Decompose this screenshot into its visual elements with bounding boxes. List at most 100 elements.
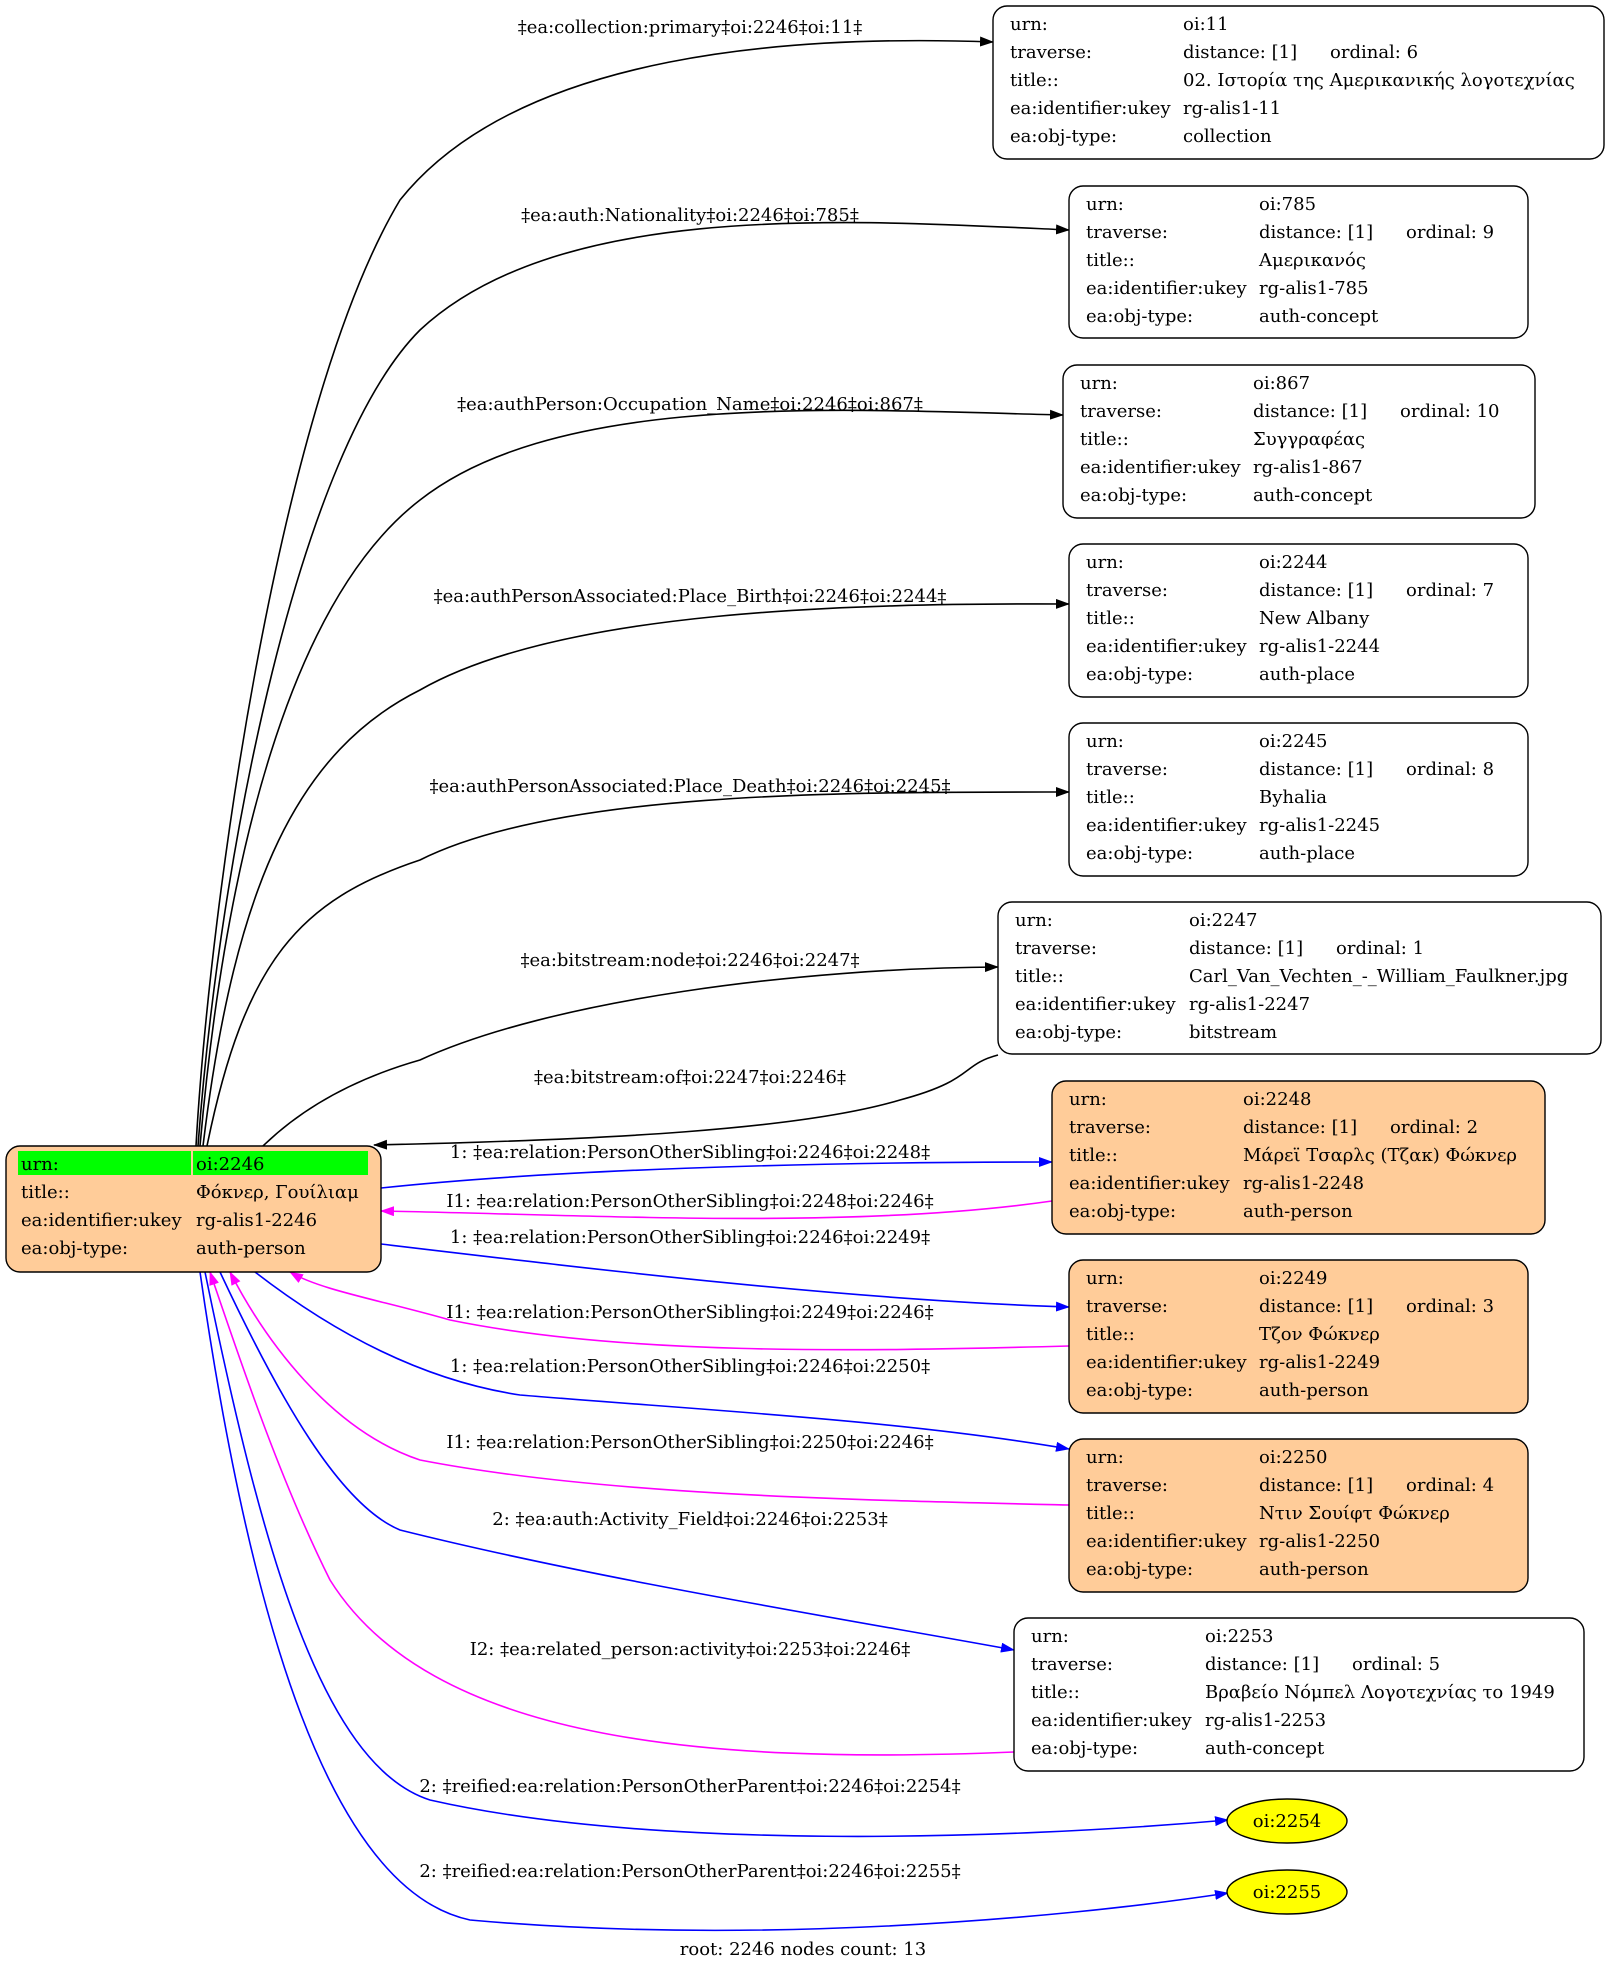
node-row-value: auth-concept — [1205, 1738, 1325, 1759]
node-row-key: ea:obj-type: — [1015, 1022, 1122, 1043]
node-row-key: urn: — [1031, 1626, 1069, 1647]
node-row-key: ea:identifier:ukey — [1086, 1352, 1247, 1373]
node-row-value: distance: [1] — [1243, 1117, 1357, 1138]
node-row-value: Ντιν Σουίφτ Φώκνερ — [1259, 1503, 1450, 1524]
reified-node-ellipse — [1226, 1798, 1348, 1844]
edge-line — [202, 598, 1070, 1147]
node-row-ordinal: ordinal: 7 — [1406, 580, 1494, 601]
edge: 1: ‡ea:relation:PersonOtherSibling‡oi:22… — [254, 1271, 1070, 1452]
node-row-value: oi:2253 — [1205, 1626, 1273, 1647]
edge-label: 1: ‡ea:relation:PersonOtherSibling‡oi:22… — [450, 1227, 930, 1248]
edge: ‡ea:authPersonAssociated:Place_Death‡oi:… — [206, 776, 1070, 1147]
node-row-key: title:: — [1086, 250, 1135, 271]
node-row-key: traverse: — [1086, 1296, 1168, 1317]
node-row-key: traverse: — [1086, 580, 1168, 601]
node-row-key: urn: — [1086, 1447, 1124, 1468]
root-row-key: ea:obj-type: — [21, 1238, 128, 1259]
node-row-key: ea:obj-type: — [1031, 1738, 1138, 1759]
reified-node-ellipse — [1226, 1869, 1348, 1915]
edge-label: ‡ea:bitstream:node‡oi:2246‡oi:2247‡ — [520, 950, 859, 971]
node-row-value: auth-concept — [1259, 306, 1379, 327]
node-box — [1068, 185, 1529, 339]
edge: ‡ea:authPersonAssociated:Place_Birth‡oi:… — [202, 586, 1070, 1147]
root-row-key: urn: — [21, 1154, 59, 1175]
node-row-key: title:: — [1086, 1324, 1135, 1345]
node-row-value: auth-person — [1259, 1559, 1369, 1580]
node-row-value: oi:867 — [1253, 373, 1310, 394]
node-row-ordinal: ordinal: 9 — [1406, 222, 1494, 243]
edge-line — [199, 1271, 1229, 1932]
node-row-key: traverse: — [1010, 42, 1092, 63]
node-row-key: traverse: — [1086, 1475, 1168, 1496]
node-row-key: urn: — [1086, 552, 1124, 573]
node-row-key: ea:identifier:ukey — [1086, 636, 1247, 657]
edge: ‡ea:bitstream:of‡oi:2247‡oi:2246‡ — [373, 1054, 999, 1150]
node-row-value: distance: [1] — [1259, 580, 1373, 601]
edges-layer: ‡ea:collection:primary‡oi:2246‡oi:11‡‡ea… — [195, 17, 1229, 1932]
root-row-value: Φόκνερ, Γουίλιαμ — [196, 1182, 359, 1203]
node-row-key: title:: — [1031, 1682, 1080, 1703]
node-row-ordinal: ordinal: 8 — [1406, 759, 1494, 780]
node-row-value: Βραβείο Νόμπελ Λογοτεχνίας το 1949 — [1205, 1682, 1555, 1703]
node-row-key: ea:identifier:ukey — [1015, 994, 1176, 1015]
node-row-key: title:: — [1015, 966, 1064, 987]
edge: I1: ‡ea:relation:PersonOtherSibling‡oi:2… — [229, 1271, 1070, 1506]
node-row-key: urn: — [1086, 731, 1124, 752]
node-row-value: Μάρεϊ Τσαρλς (Τζακ) Φώκνερ — [1243, 1145, 1517, 1166]
node-row-value: Συγγραφέας — [1253, 429, 1365, 450]
edge-line — [209, 1271, 1015, 1756]
root-node-box — [5, 1145, 382, 1273]
root-row-key: title:: — [21, 1182, 70, 1203]
node-row-key: title:: — [1069, 1145, 1118, 1166]
edge-line — [380, 1200, 1053, 1220]
node-row-value: bitstream — [1189, 1022, 1277, 1043]
edge-line — [229, 1271, 1070, 1506]
edge-label: 2: ‡ea:auth:Activity_Field‡oi:2246‡oi:22… — [492, 1509, 887, 1530]
node-row-key: title:: — [1010, 70, 1059, 91]
node-row-ordinal: ordinal: 1 — [1336, 938, 1424, 959]
node-row-key: traverse: — [1086, 759, 1168, 780]
reified-node-oi-2254[interactable]: oi:2254 — [1226, 1798, 1348, 1844]
node-row-value: rg-alis1-2253 — [1205, 1710, 1326, 1731]
edge-label: 2: ‡reified:ea:relation:PersonOtherParen… — [419, 1776, 960, 1797]
node-row-value: oi:785 — [1259, 194, 1316, 215]
reified-node-label: oi:2254 — [1253, 1811, 1321, 1832]
node-row-value: distance: [1] — [1253, 401, 1367, 422]
reified-node-oi-2255[interactable]: oi:2255 — [1226, 1869, 1348, 1915]
node-row-value: Byhalia — [1259, 787, 1327, 808]
root-row-value: rg-alis1-2246 — [196, 1210, 317, 1231]
node-row-value: auth-place — [1259, 664, 1355, 685]
node-row-ordinal: ordinal: 4 — [1406, 1475, 1494, 1496]
node-box — [992, 5, 1605, 160]
node-row-value: oi:11 — [1183, 14, 1229, 35]
node-row-value: Carl_Van_Vechten_-_William_Faulkner.jpg — [1189, 966, 1568, 987]
edge-line — [195, 36, 994, 1147]
edge-label: ‡ea:bitstream:of‡oi:2247‡oi:2246‡ — [534, 1067, 846, 1088]
edge-line — [289, 1271, 1070, 1351]
node-row-value: rg-alis1-2248 — [1243, 1173, 1364, 1194]
edge: ‡ea:auth:Nationality‡oi:2246‡oi:785‡ — [197, 205, 1070, 1147]
edge-label: ‡ea:auth:Nationality‡oi:2246‡oi:785‡ — [521, 205, 859, 226]
node-row-key: ea:identifier:ukey — [1080, 457, 1241, 478]
node-row-key: ea:identifier:ukey — [1086, 1531, 1247, 1552]
edge: 2: ‡reified:ea:relation:PersonOtherParen… — [204, 1271, 1229, 1838]
node-row-key: traverse: — [1031, 1654, 1113, 1675]
edge-line — [206, 786, 1070, 1147]
node-row-value: rg-alis1-2245 — [1259, 815, 1380, 836]
node-row-key: title:: — [1080, 429, 1129, 450]
node-row-key: ea:obj-type: — [1086, 1380, 1193, 1401]
node-row-key: urn: — [1010, 14, 1048, 35]
node-row-value: oi:2249 — [1259, 1268, 1327, 1289]
root-row-key: ea:identifier:ukey — [21, 1210, 182, 1231]
